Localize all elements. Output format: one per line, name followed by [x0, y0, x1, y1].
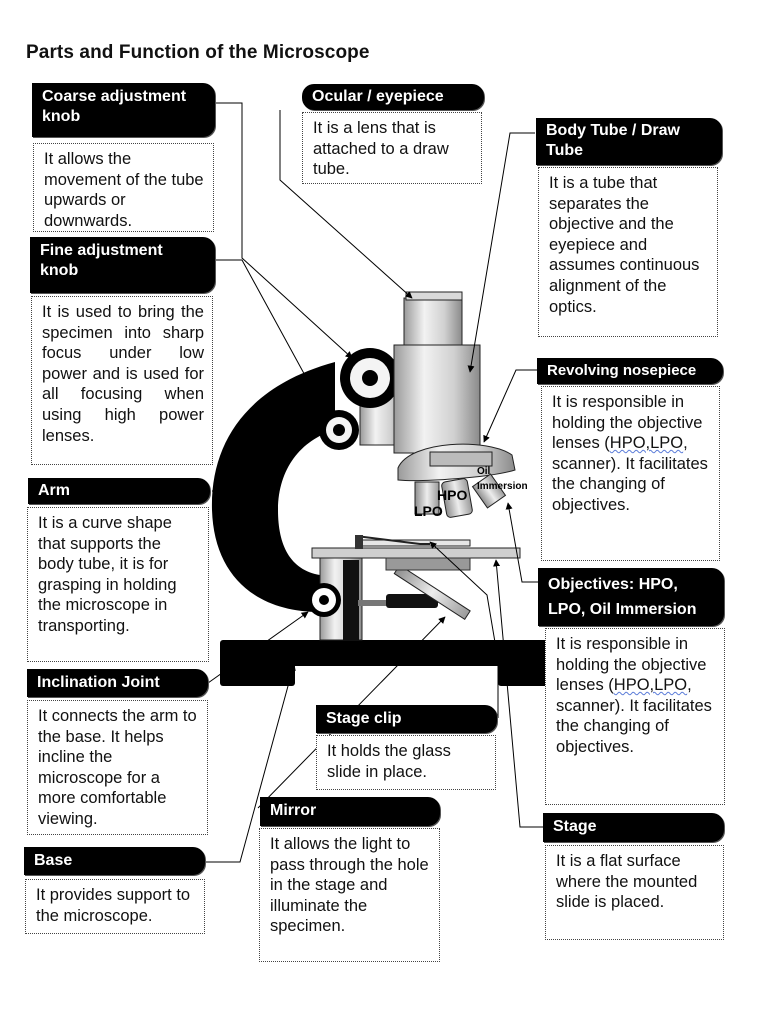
oil-lens-label-1: Oil	[477, 466, 491, 477]
fine-adjustment-knob-label: Fine adjustment knob	[30, 237, 215, 293]
ocular-eyepiece-description: It is a lens that is attached to a draw …	[302, 112, 482, 184]
revolving-nosepiece-description: It is responsible in holding the objecti…	[541, 386, 720, 561]
body-tube-description: It is a tube that separates the objectiv…	[538, 167, 718, 337]
lpo-lens-label: LPO	[414, 503, 443, 519]
base-description: It provides support to the microscope.	[25, 879, 205, 934]
oil-lens-label-2: Immersion	[477, 481, 528, 492]
inclination-joint-description: It connects the arm to the base. It help…	[27, 700, 208, 835]
stage-label: Stage	[543, 813, 724, 842]
base-shape	[220, 640, 550, 686]
stage-clip-description: It holds the glass slide in place.	[316, 735, 496, 790]
revolving-nosepiece-label: Revolving nosepiece	[537, 358, 723, 384]
body-tube-label: Body Tube / Draw Tube	[536, 118, 722, 165]
mirror-description: It allows the light to pass through the …	[259, 828, 440, 962]
arm-label: Arm	[28, 478, 210, 504]
objectives-label: Objectives: HPO, LPO, Oil Immersion	[538, 568, 724, 626]
arm-shape	[211, 362, 335, 612]
page-title: Parts and Function of the Microscope	[26, 42, 370, 63]
inclination-joint-label: Inclination Joint	[27, 669, 208, 697]
nosepiece-shape	[397, 443, 516, 482]
mirror-shape	[358, 564, 471, 621]
coarse-adjustment-knob-description: It allows the movement of the tube upwar…	[33, 143, 214, 232]
coarse-adjustment-knob-label: Coarse adjustment knob	[32, 83, 215, 137]
ocular-eyepiece-label: Ocular / eyepiece	[302, 84, 484, 110]
fine-knob-shape	[319, 410, 359, 450]
objectives-description: It is responsible in holding the objecti…	[545, 628, 725, 805]
body-tube-shape	[393, 291, 481, 454]
objective-lenses-shape	[414, 473, 507, 518]
stage-shape	[311, 535, 521, 571]
stage-clip-label: Stage clip	[316, 705, 497, 733]
stage-description: It is a flat surface where the mounted s…	[545, 845, 724, 940]
base-label: Base	[24, 847, 205, 875]
hpo-lens-label: HPO	[437, 487, 467, 503]
arm-description: It is a curve shape that supports the bo…	[27, 507, 209, 662]
fine-adjustment-knob-description: It is used to bring the specimen into sh…	[31, 296, 213, 465]
inclination-joint-shape	[307, 583, 341, 617]
mirror-label: Mirror	[260, 797, 440, 826]
